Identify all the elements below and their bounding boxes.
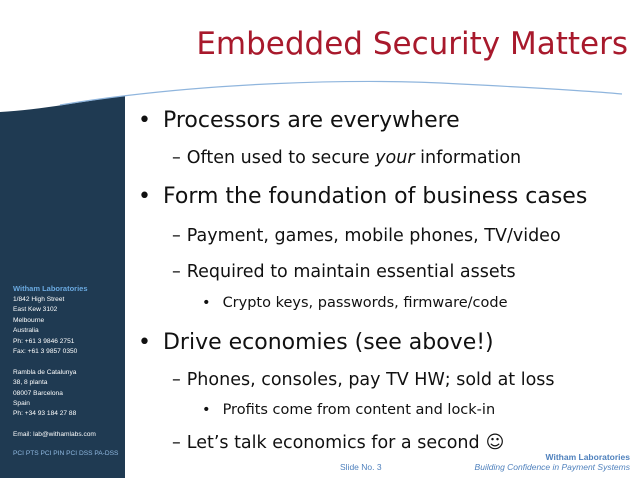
bullet-text: Crypto keys, passwords, firmware/code bbox=[222, 295, 508, 311]
bullet-text: Form the foundation of business cases bbox=[162, 184, 588, 209]
smiley-icon: ☺ bbox=[485, 432, 505, 453]
bullet-item: • Processors are everywhere bbox=[138, 108, 460, 133]
bullet-text: Let’s talk economics for a second bbox=[186, 433, 480, 453]
fax-line: Fax: +61 3 9857 0350 bbox=[13, 348, 78, 356]
bullet-text: Profits come from content and lock-in bbox=[222, 402, 496, 418]
bullet-dot-icon: • bbox=[202, 402, 211, 418]
bullet-text: Phones, consoles, pay TV HW; sold at los… bbox=[186, 370, 555, 390]
bullet-text: Drive economies (see above!) bbox=[162, 330, 494, 355]
company-name: Witham Laboratories bbox=[13, 284, 88, 293]
footer-tagline: Building Confidence in Payment Systems bbox=[474, 462, 630, 472]
bullet-text: information bbox=[414, 148, 522, 168]
address-line: East Kew 3102 bbox=[13, 306, 58, 314]
bullet-dash-icon: – bbox=[172, 262, 181, 282]
email-line: Email: lab@withamlabs.com bbox=[13, 431, 96, 439]
footer-company-name: Witham Laboratories bbox=[545, 452, 630, 462]
bullet-text: Payment, games, mobile phones, TV/video bbox=[186, 226, 561, 246]
bullet-item: –Payment, games, mobile phones, TV/video bbox=[172, 226, 561, 246]
address-line: Australia bbox=[13, 327, 39, 335]
address-line: 08007 Barcelona bbox=[13, 389, 63, 397]
slide-title: Embedded Security Matters bbox=[196, 26, 628, 62]
bullet-item: –Phones, consoles, pay TV HW; sold at lo… bbox=[172, 370, 555, 390]
bullet-text: Processors are everywhere bbox=[162, 108, 460, 133]
bullet-item: –Required to maintain essential assets bbox=[172, 262, 516, 282]
bullet-dot-icon: • bbox=[202, 295, 211, 311]
bullet-item: • Profits come from content and lock-in bbox=[202, 402, 495, 418]
address-line: 1/842 High Street bbox=[13, 296, 65, 303]
bullet-dot-icon: • bbox=[138, 330, 151, 355]
address-line: Melbourne bbox=[13, 316, 45, 324]
company-info: Witham Laboratories 1/842 High Street Ea… bbox=[13, 284, 125, 441]
address-line: Spain bbox=[13, 400, 30, 408]
bullet-list: •Processors are everywhere –Often used t… bbox=[138, 0, 638, 478]
phone-line: Ph: +34 93 184 27 88 bbox=[13, 410, 77, 418]
bullet-dot-icon: • bbox=[138, 184, 151, 209]
bullet-dash-icon: – bbox=[172, 148, 181, 168]
bullet-dash-icon: – bbox=[172, 370, 181, 390]
address-line: Rambla de Catalunya bbox=[13, 368, 77, 376]
address-line: 38, 8 planta bbox=[13, 379, 48, 387]
bullet-item: –Often used to secure your information bbox=[172, 148, 521, 168]
bullet-dash-icon: – bbox=[172, 433, 181, 453]
phone-line: Ph: +61 3 9846 2751 bbox=[13, 337, 75, 345]
bullet-dot-icon: • bbox=[138, 108, 151, 133]
bullet-dash-icon: – bbox=[172, 226, 181, 246]
bullet-item: –Let’s talk economics for a second☺ bbox=[172, 432, 504, 453]
slide-number: Slide No. 3 bbox=[340, 462, 382, 472]
bullet-item: • Crypto keys, passwords, firmware/code bbox=[202, 295, 508, 311]
certifications-line: PCI PTS PCI PIN PCI DSS PA-DSS bbox=[13, 450, 119, 457]
footer-brand: Witham Laboratories Building Confidence … bbox=[475, 452, 630, 472]
bullet-item: • Form the foundation of business cases bbox=[138, 184, 587, 209]
bullet-text: Often used to secure bbox=[186, 148, 376, 168]
bullet-emphasis: your bbox=[375, 148, 415, 168]
bullet-text: Required to maintain essential assets bbox=[186, 262, 516, 282]
bullet-item: • Drive economies (see above!) bbox=[138, 330, 494, 355]
